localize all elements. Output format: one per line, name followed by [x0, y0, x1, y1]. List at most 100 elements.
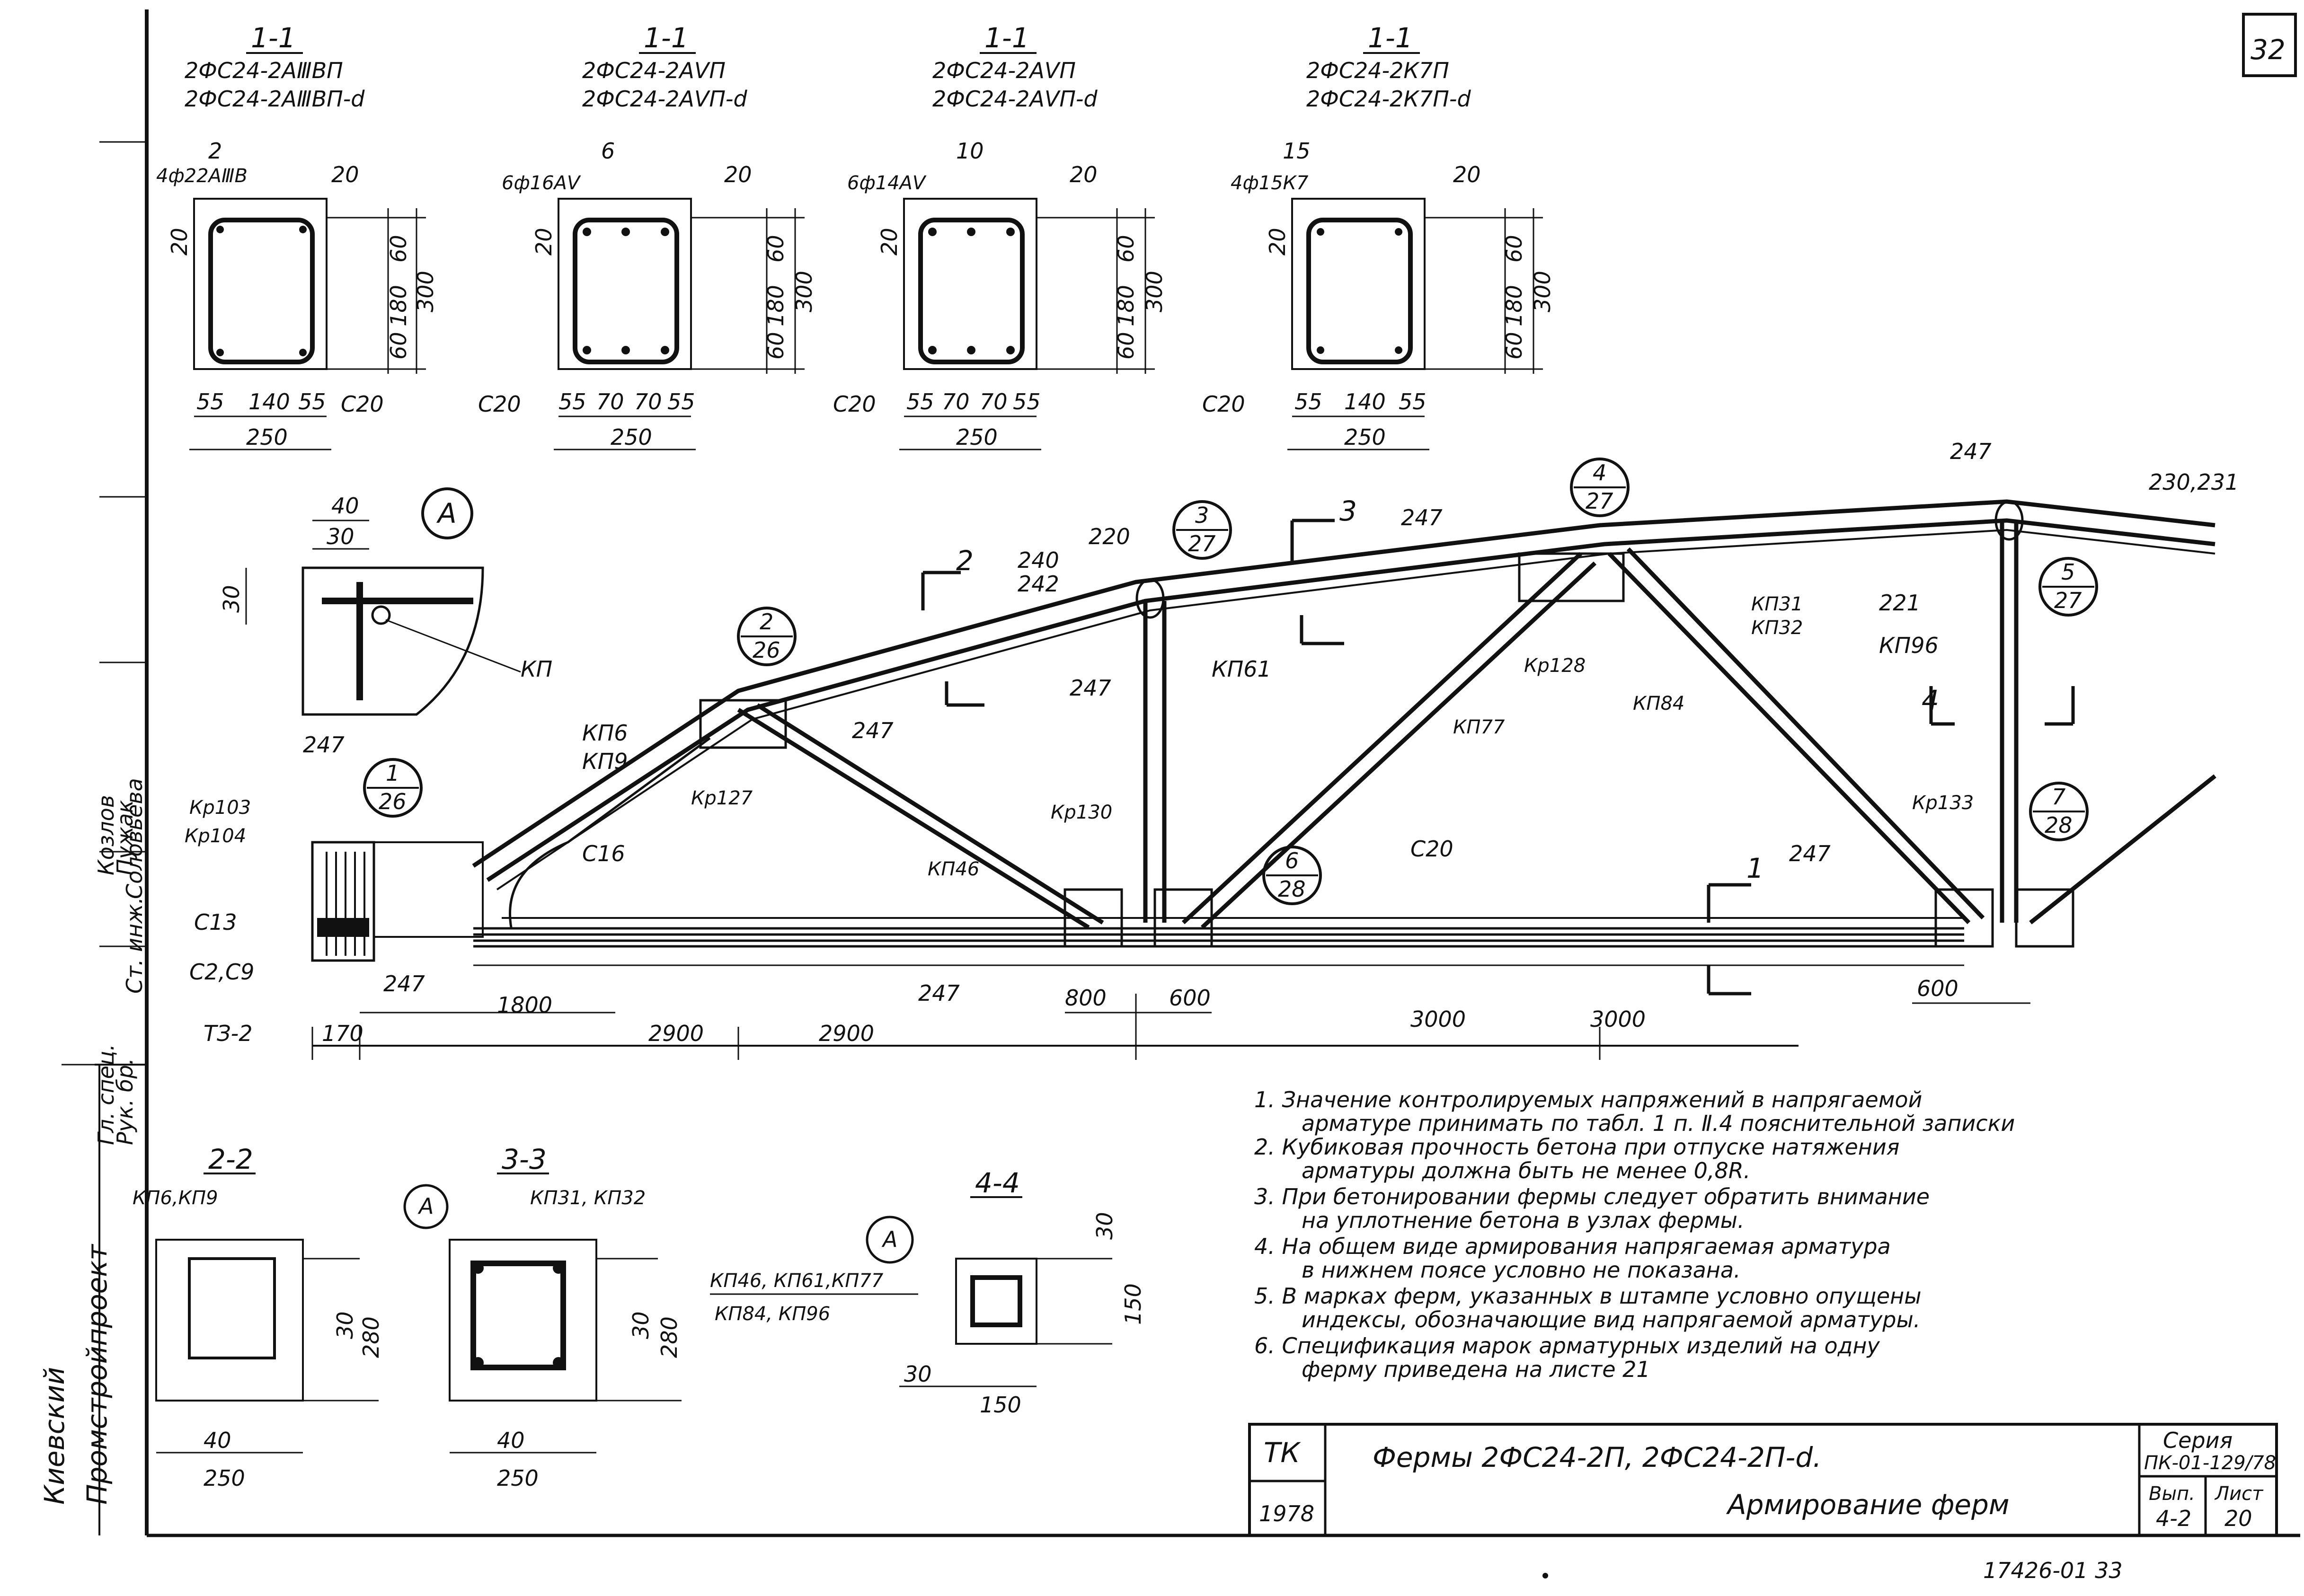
svg-text:КП46: КП46 [928, 858, 979, 880]
svg-text:27: 27 [1188, 531, 1216, 556]
svg-text:600: 600 [1169, 985, 1211, 1011]
page-number-box: 32 [2242, 13, 2297, 77]
svg-text:6: 6 [1285, 848, 1299, 873]
svg-text:60: 60 [763, 235, 789, 263]
svg-text:600: 600 [1917, 976, 1958, 1001]
svg-text:55: 55 [667, 389, 695, 414]
svg-text:4ф15К7: 4ф15К7 [1231, 172, 1309, 194]
svg-text:30: 30 [219, 585, 244, 613]
svg-text:2ФС24-2АⅤП-d: 2ФС24-2АⅤП-d [582, 86, 748, 112]
role-2: Рук. бр. [112, 1058, 138, 1145]
svg-text:1: 1 [386, 760, 399, 786]
svg-text:40: 40 [497, 1428, 525, 1453]
section-cut-label: 1-1 [251, 22, 296, 54]
svg-text:1-1: 1-1 [984, 22, 1029, 54]
svg-text:2: 2 [760, 609, 773, 635]
section-4-4: А 4-4 КП46, КП61,КП77 КП84, КП96 30 150 … [710, 1167, 1146, 1418]
svg-text:6ф16АⅤ: 6ф16АⅤ [502, 172, 581, 194]
callout-5: 5 27 [2038, 557, 2098, 617]
svg-text:С20: С20 [833, 391, 876, 417]
svg-text:2900: 2900 [819, 1021, 874, 1046]
note-line: индексы, обозначающие вид напрягаемой ар… [1302, 1307, 1920, 1332]
section-mark-1: 2ФС24-2АⅢВП [185, 58, 343, 83]
svg-text:140: 140 [248, 389, 290, 414]
svg-text:40: 40 [331, 493, 359, 519]
svg-text:3000: 3000 [1590, 1006, 1646, 1032]
svg-text:5: 5 [2061, 559, 2075, 585]
svg-text:20: 20 [2224, 1506, 2252, 1531]
svg-text:30: 30 [327, 524, 354, 549]
svg-text:15: 15 [1283, 138, 1311, 164]
svg-text:20: 20 [1070, 162, 1098, 187]
svg-text:ТЗ-2: ТЗ-2 [204, 1021, 252, 1046]
svg-text:2900: 2900 [648, 1021, 704, 1046]
callout-1: 1 26 [363, 758, 423, 818]
svg-text:247: 247 [852, 718, 894, 743]
truss-dimensions: 170 1800 2900 2900 800 600 3000 3000 600 [311, 976, 2030, 1060]
svg-text:Кр133: Кр133 [1912, 792, 1974, 814]
svg-text:60: 60 [1501, 332, 1527, 360]
svg-text:10: 10 [956, 138, 984, 164]
svg-text:250: 250 [956, 424, 998, 450]
svg-text:КП96: КП96 [1879, 633, 1939, 658]
name-1: Козлов [93, 795, 119, 875]
svg-text:60: 60 [1113, 332, 1139, 360]
svg-text:3: 3 [1195, 503, 1209, 528]
stamp-title-1: Фермы 2ФС24-2П, 2ФС24-2П-d. [1373, 1441, 1822, 1473]
note-line: арматуре принимать по табл. 1 п. Ⅱ.4 поя… [1302, 1111, 2015, 1136]
section-4: 1-1 2ФС24-2К7П 2ФС24-2К7П-d 15 4ф15К7 60… [1202, 22, 1555, 450]
svg-text:ПК-01-129/78: ПК-01-129/78 [2144, 1452, 2276, 1474]
svg-text:3000: 3000 [1410, 1006, 1466, 1032]
svg-text:70: 70 [634, 389, 662, 414]
svg-text:180: 180 [386, 285, 411, 326]
svg-text:А: А [881, 1226, 897, 1252]
svg-text:КП31, КП32: КП31, КП32 [530, 1187, 646, 1209]
note-line: в нижнем поясе условно не показана. [1302, 1257, 1741, 1283]
svg-text:Серия: Серия [2163, 1428, 2233, 1453]
svg-text:26: 26 [753, 637, 780, 663]
title-stamp: ТК 1978 Фермы 2ФС24-2П, 2ФС24-2П-d. Арми… [1248, 1423, 2278, 1537]
svg-text:2ФС24-2АⅤП: 2ФС24-2АⅤП [932, 58, 1076, 83]
note-line: 4. На общем виде армирования напрягаемая… [1254, 1234, 1891, 1259]
svg-text:300: 300 [413, 271, 438, 312]
svg-text:247: 247 [303, 732, 345, 758]
svg-text:247: 247 [1070, 675, 1111, 701]
pos-number: 2 [208, 138, 222, 164]
svg-text:60: 60 [386, 332, 411, 360]
svg-text:4: 4 [1593, 460, 1606, 485]
svg-text:2ФС24-2К7П: 2ФС24-2К7П [1306, 58, 1449, 83]
svg-text:30: 30 [332, 1311, 358, 1339]
svg-text:28: 28 [2045, 812, 2073, 838]
svg-text:20: 20 [1265, 228, 1290, 256]
note-line: 6. Спецификация марок арматурных изделий… [1254, 1333, 1880, 1358]
org-name-1: Киевский [38, 1367, 71, 1505]
svg-text:55: 55 [196, 389, 224, 414]
svg-text:Кр130: Кр130 [1051, 802, 1112, 823]
svg-text:55: 55 [558, 389, 586, 414]
svg-text:280: 280 [358, 1316, 384, 1358]
svg-text:280: 280 [656, 1316, 682, 1358]
stamp-year: 1978 [1259, 1501, 1314, 1526]
section-2: 1-1 2ФС24-2АⅤП 2ФС24-2АⅤП-d 6 6ф16АⅤ 60 … [478, 22, 817, 450]
svg-text:220: 220 [1089, 524, 1130, 549]
callout-2: 2 26 [737, 607, 797, 666]
svg-text:КП6: КП6 [582, 720, 628, 746]
top-chord [472, 499, 2215, 891]
svg-text:1-1: 1-1 [644, 22, 689, 54]
svg-text:Вып.: Вып. [2149, 1483, 2195, 1505]
svg-text:6: 6 [601, 138, 615, 164]
svg-text:20: 20 [724, 162, 752, 187]
svg-text:Кр103: Кр103 [189, 797, 251, 819]
cut-marks: 2 3 4 1 [921, 495, 2075, 996]
section-1: 1-1 2ФС24-2АⅢВП 2ФС24-2АⅢВП-d 2 4ф22АⅢВ … [156, 22, 438, 450]
svg-text:40: 40 [204, 1428, 231, 1453]
note-line: 3. При бетонировании фермы следует обрат… [1254, 1184, 1930, 1209]
svg-text:55: 55 [1399, 389, 1427, 414]
org-name-2: Промстройпроект [81, 1243, 113, 1505]
svg-text:55: 55 [906, 389, 934, 414]
role-3: Ст. инж. [122, 897, 147, 994]
svg-text:60: 60 [1113, 235, 1139, 263]
bottom-code: 17426-01 33 [1983, 1558, 2123, 1583]
note-line: арматуры должна быть не менее 0,8R. [1302, 1158, 1750, 1183]
svg-text:250: 250 [497, 1465, 539, 1491]
